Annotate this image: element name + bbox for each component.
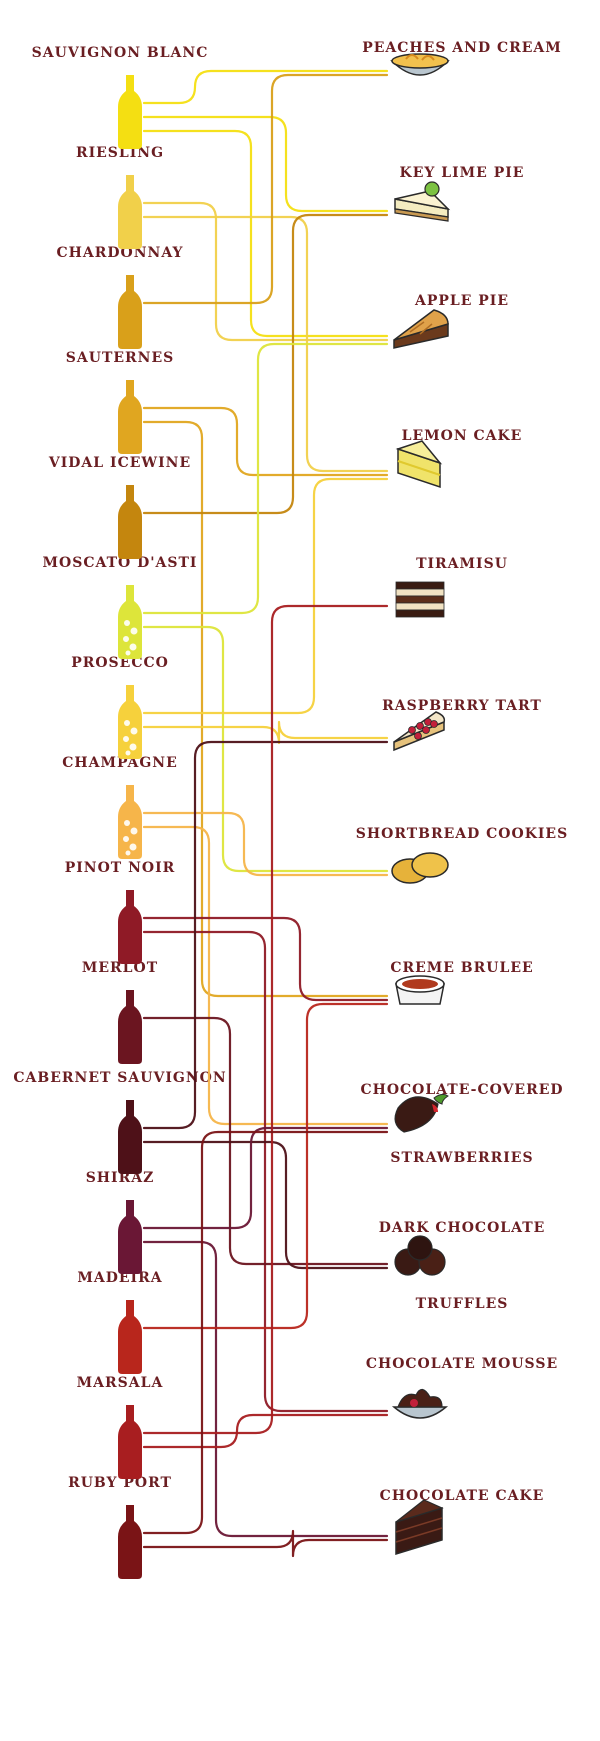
dessert-label-key-lime-pie: KEY LIME PIE — [399, 165, 525, 181]
pairing-line-marsala-chocolate-mousse — [142, 1413, 389, 1449]
wine-bottle-icon — [118, 1200, 142, 1274]
wine-bottle-icon — [118, 685, 142, 759]
wine-bottle-icon — [118, 275, 142, 349]
pairing-line-shiraz-chocolate-cake — [142, 1240, 389, 1538]
wine-bottle-icon — [118, 890, 142, 964]
pairing-line-prosecco-raspberry-tart — [142, 720, 389, 745]
pairing-line-sauternes-creme-brulee — [142, 420, 389, 998]
dessert-label-creme-brulee: CREME BRULEE — [390, 960, 534, 976]
wine-label-vidal-icewine: VIDAL ICEWINE — [48, 455, 192, 471]
apple-pie-icon — [393, 309, 449, 349]
wine-label-pinot-noir: PINOT NOIR — [64, 860, 176, 876]
wine-bottle-icon — [118, 75, 142, 149]
wine-label-cabernet-sauvignon: CABERNET SAUVIGNON — [13, 1070, 227, 1086]
wine-bottle-icon — [118, 1300, 142, 1374]
wine-label-riesling: RIESLING — [75, 145, 165, 161]
wine-label-prosecco: PROSECCO — [71, 655, 169, 671]
wine-label-chardonnay: CHARDONNAY — [56, 245, 184, 261]
dessert-label-chocolate-covered-strawberries-line2: STRAWBERRIES — [390, 1150, 534, 1166]
pairing-line-moscato-d-asti-shortbread-cookies — [142, 625, 389, 873]
lemon-cake-icon — [395, 440, 443, 489]
dessert-label-chocolate-cake: CHOCOLATE CAKE — [379, 1488, 545, 1504]
wine-bottle-icon — [118, 990, 142, 1064]
wine-bottle-icon — [118, 380, 142, 454]
wine-bottle-icon — [118, 1505, 142, 1579]
wine-bottle-icon — [118, 785, 142, 859]
pairing-line-pinot-noir-chocolate-mousse — [142, 930, 389, 1413]
pairing-line-marsala-tiramisu — [142, 604, 389, 1435]
pairing-line-sauvignon-blanc-key-lime-pie — [142, 115, 389, 213]
chocolate-mousse-icon — [391, 1388, 449, 1419]
shortbread-cookies-icon — [391, 852, 449, 884]
pairing-line-sauvignon-blanc-peaches-and-cream — [142, 69, 389, 105]
pairing-line-prosecco-lemon-cake — [142, 477, 389, 715]
dessert-label-chocolate-mousse: CHOCOLATE MOUSSE — [365, 1356, 559, 1372]
wine-bottle-icon — [118, 1405, 142, 1479]
dessert-label-lemon-cake: LEMON CAKE — [401, 428, 523, 444]
dessert-label-chocolate-covered-strawberries: CHOCOLATE-COVERED — [360, 1082, 564, 1098]
raspberry-tart-icon — [393, 711, 446, 752]
key-lime-pie-icon — [394, 181, 451, 222]
creme-brulee-icon — [395, 975, 445, 1005]
pairing-line-champagne-chocolate-covered-strawberries — [142, 825, 389, 1126]
wine-bottle-icon — [118, 485, 142, 559]
wine-label-sauternes: SAUTERNES — [65, 350, 175, 366]
pairing-line-sauternes-lemon-cake — [142, 406, 389, 477]
pairing-line-sauvignon-blanc-apple-pie — [142, 129, 389, 338]
wine-label-sauvignon-blanc: SAUVIGNON BLANC — [31, 45, 209, 61]
pairing-line-ruby-port-chocolate-cake — [142, 1529, 389, 1558]
dessert-icons-layer — [390, 53, 451, 1556]
wine-bottle-icon — [118, 175, 142, 249]
pairing-line-pinot-noir-creme-brulee — [142, 916, 389, 1002]
chocolate-covered-strawberries-icon — [394, 1093, 449, 1133]
dark-chocolate-truffles-icon — [394, 1235, 446, 1276]
dessert-label-apple-pie: APPLE PIE — [414, 293, 510, 309]
wine-label-marsala: MARSALA — [76, 1375, 164, 1391]
wine-bottles-layer — [118, 75, 142, 1579]
pairing-lines-layer — [142, 69, 389, 1558]
wine-bottle-icon — [118, 585, 142, 659]
tiramisu-icon — [395, 581, 445, 618]
pairing-line-riesling-apple-pie — [142, 201, 389, 342]
pairing-line-shiraz-chocolate-covered-strawberries — [142, 1126, 389, 1230]
pairing-line-cabernet-sauvignon-raspberry-tart — [142, 740, 389, 1130]
pairing-line-moscato-d-asti-apple-pie — [142, 342, 389, 615]
pairing-line-madeira-creme-brulee — [142, 1002, 389, 1330]
dessert-label-peaches-and-cream: PEACHES AND CREAM — [362, 40, 562, 56]
pairing-line-cabernet-sauvignon-dark-chocolate-truffles — [142, 1140, 389, 1270]
wine-label-moscato-d-asti: MOSCATO D'ASTI — [42, 555, 198, 571]
dessert-label-shortbread-cookies: SHORTBREAD COOKIES — [355, 826, 569, 842]
pairing-line-champagne-shortbread-cookies — [142, 811, 389, 877]
peaches-and-cream-icon — [390, 53, 450, 76]
wine-label-champagne: CHAMPAGNE — [62, 755, 178, 771]
wine-label-madeira: MADEIRA — [77, 1270, 163, 1286]
wine-bottle-icon — [118, 1100, 142, 1174]
pairing-line-vidal-icewine-key-lime-pie — [142, 213, 389, 515]
dessert-label-dark-chocolate-truffles: DARK CHOCOLATE — [378, 1220, 546, 1236]
dessert-label-raspberry-tart: RASPBERRY TART — [382, 698, 542, 714]
wine-label-merlot: MERLOT — [81, 960, 159, 976]
chocolate-cake-icon — [395, 1499, 444, 1556]
pairing-line-chardonnay-peaches-and-cream — [142, 73, 389, 305]
dessert-label-dark-chocolate-truffles-line2: TRUFFLES — [415, 1296, 509, 1312]
wine-label-ruby-port: RUBY PORT — [68, 1475, 172, 1491]
dessert-label-tiramisu: TIRAMISU — [416, 556, 508, 572]
pairing-line-ruby-port-chocolate-covered-strawberries — [142, 1130, 389, 1535]
